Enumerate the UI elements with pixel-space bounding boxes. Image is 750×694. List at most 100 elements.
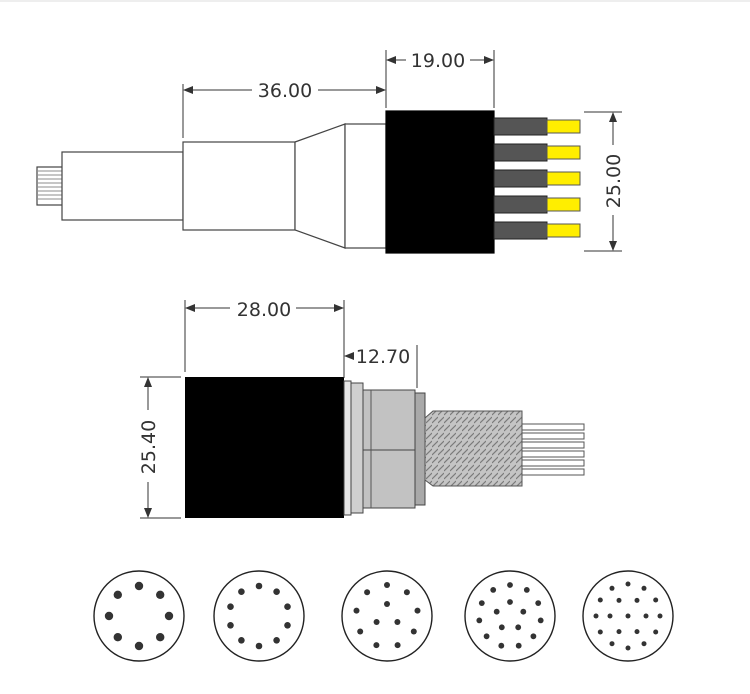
- pin-hole: [238, 637, 245, 644]
- pin-hole: [373, 642, 380, 649]
- pin-hole: [394, 619, 401, 625]
- pin-hole: [227, 603, 234, 610]
- pin-hole: [515, 624, 522, 631]
- pin-hole: [384, 582, 390, 588]
- pin-hole: [373, 619, 380, 625]
- pin-hole: [634, 629, 640, 635]
- pin-hole: [520, 608, 527, 615]
- socket-flange-inner: [350, 382, 364, 514]
- pin-hole: [625, 581, 631, 587]
- pin-hole: [625, 613, 631, 619]
- plug-pins: [493, 117, 581, 240]
- pin-hole: [284, 622, 291, 629]
- dim-label-plug-length: 36.00: [258, 80, 312, 102]
- pin-hole: [616, 597, 622, 603]
- pin-hole: [493, 608, 500, 615]
- plug-pin: [493, 195, 581, 214]
- pin-hole: [394, 642, 401, 649]
- pin-hole: [478, 600, 485, 606]
- pin-hole: [384, 601, 390, 607]
- pin-hole: [507, 582, 513, 588]
- pin-hole: [535, 600, 542, 606]
- pin-hole: [607, 613, 613, 619]
- pin-hole: [364, 589, 371, 596]
- plug-pin: [493, 169, 581, 188]
- pin-hole: [530, 633, 537, 640]
- dim-label-socket-flange: 12.70: [356, 346, 410, 368]
- pin-hole: [414, 607, 421, 614]
- pin-hole: [255, 642, 263, 650]
- socket-side-view: [185, 377, 585, 518]
- dim-label-plug-insert-width: 19.00: [411, 50, 465, 72]
- pin-hole: [483, 633, 490, 640]
- plug-side-view: [36, 110, 495, 254]
- pin-hole: [357, 628, 364, 635]
- pin-hole: [227, 622, 234, 629]
- pin-hole: [593, 613, 599, 619]
- pin-hole: [273, 588, 280, 595]
- plug-pin: [493, 221, 581, 240]
- pin-hole: [653, 597, 659, 603]
- pin-layout-8: [93, 570, 185, 662]
- plug-body: [385, 110, 495, 254]
- plug-collar: [344, 123, 387, 249]
- pin-hole: [523, 587, 530, 593]
- pin-hole: [657, 613, 663, 619]
- pin-hole: [641, 585, 647, 591]
- pin-hole: [490, 587, 497, 593]
- pin-hole: [353, 607, 360, 614]
- pin-hole: [641, 641, 647, 647]
- socket-thread: [424, 410, 523, 487]
- plug-taper: [294, 123, 346, 249]
- pin-hole: [113, 590, 123, 599]
- socket-washer: [414, 392, 426, 506]
- pin-hole: [134, 641, 144, 651]
- pin-layout-face: [213, 570, 305, 662]
- pin-hole: [498, 642, 505, 649]
- dimension-socket-flange: [343, 345, 418, 388]
- pin-hole: [634, 597, 640, 603]
- pin-layout-12: [341, 570, 433, 662]
- pin-hole: [515, 642, 522, 649]
- dimension-plug-height: [584, 111, 622, 252]
- pin-layout-16: [464, 570, 556, 662]
- pin-layout-10: [213, 570, 305, 662]
- pin-hole: [238, 588, 245, 595]
- pin-hole: [476, 617, 483, 624]
- pin-hole: [164, 611, 174, 621]
- plug-pin: [493, 143, 581, 162]
- plug-pin: [493, 117, 581, 136]
- pin-hole: [284, 603, 291, 610]
- pin-hole: [609, 585, 615, 591]
- pin-hole: [643, 613, 649, 619]
- dim-label-socket-height: 25.40: [138, 420, 160, 474]
- pin-hole: [609, 641, 615, 647]
- plug-cable-strands: [38, 170, 62, 200]
- pin-hole: [537, 617, 544, 624]
- pin-layout-19: [582, 570, 674, 662]
- socket-pins: [521, 423, 585, 476]
- pin-hole: [156, 633, 165, 642]
- socket-flange-outer: [343, 380, 352, 516]
- plug-boot: [182, 141, 296, 231]
- socket-nut-lower: [362, 449, 416, 509]
- pin-hole: [134, 581, 144, 591]
- pin-hole: [653, 629, 659, 635]
- pin-hole: [104, 611, 114, 621]
- socket-body: [185, 377, 344, 518]
- pin-hole: [156, 590, 165, 599]
- dimension-plug-insert-width: [385, 50, 495, 108]
- plug-cable-sleeve: [61, 151, 184, 221]
- pin-hole: [255, 582, 263, 590]
- dim-label-socket-length: 28.00: [237, 299, 291, 321]
- pin-hole: [625, 645, 631, 651]
- pin-hole: [410, 628, 417, 635]
- dimension-socket-height: [140, 376, 181, 519]
- pin-hole: [403, 589, 410, 596]
- dim-label-plug-height: 25.00: [603, 154, 625, 208]
- pin-hole: [273, 637, 280, 644]
- pin-hole: [597, 629, 603, 635]
- pin-hole: [113, 633, 123, 642]
- pin-hole: [616, 629, 622, 635]
